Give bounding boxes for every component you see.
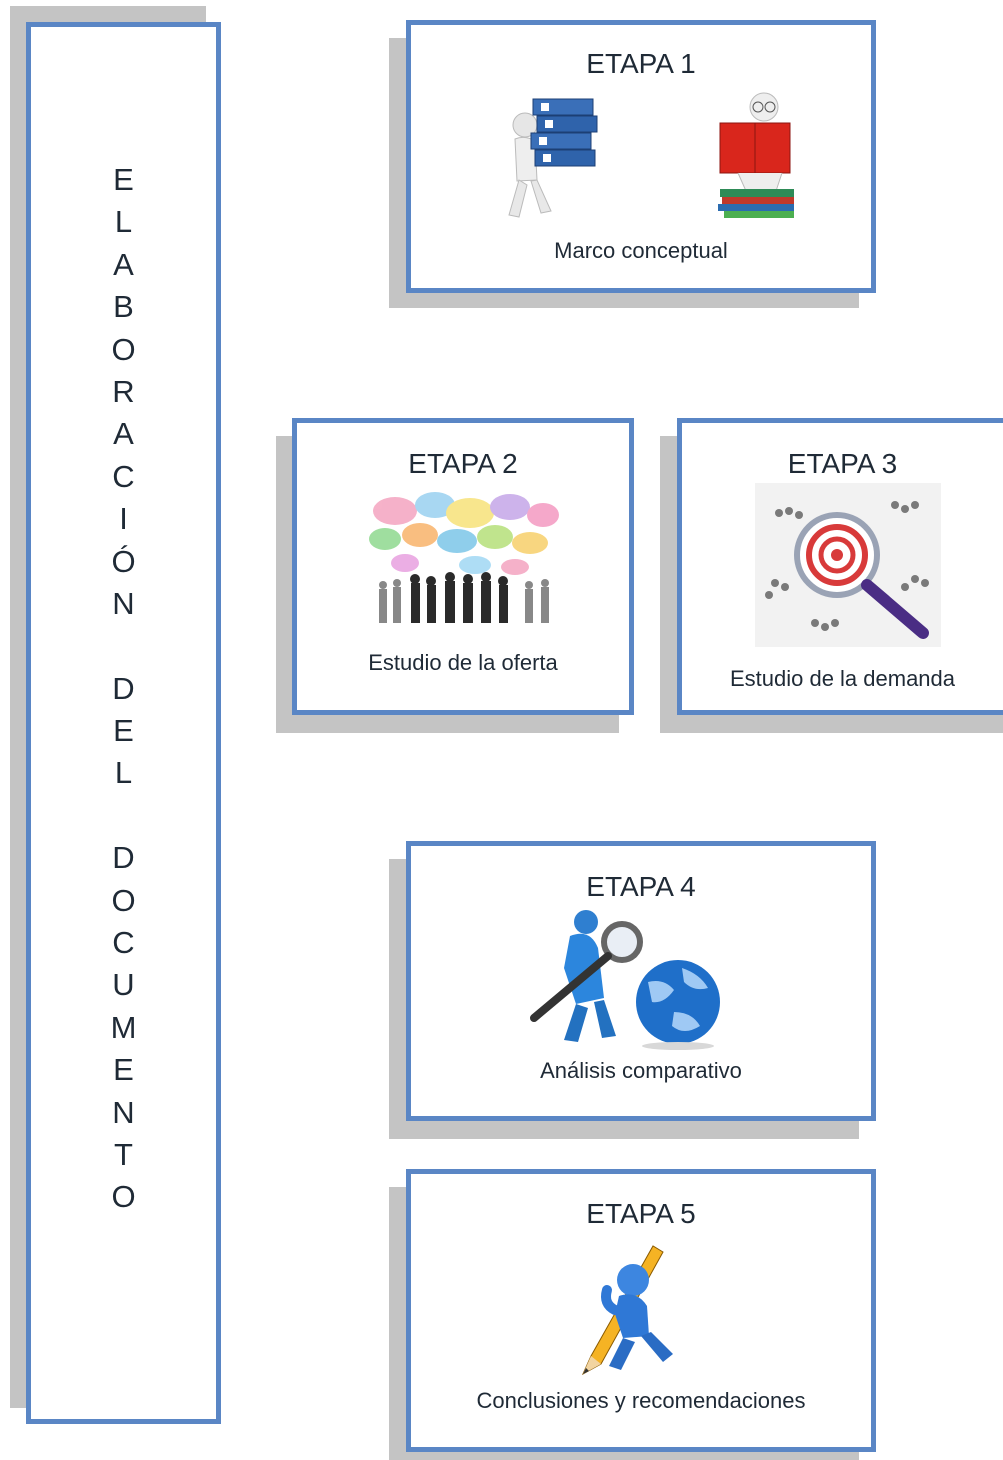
- banner-letter: O: [111, 1179, 136, 1215]
- stage-1-title: ETAPA 1: [586, 48, 696, 79]
- banner-letter: E: [113, 1052, 134, 1088]
- stage-3-caption: Estudio de la demanda: [729, 666, 956, 691]
- stage-4-box: ETAPA 4 Análisis comparativo: [406, 841, 876, 1121]
- banner-letter: O: [111, 882, 136, 918]
- banner-letter: E: [113, 162, 134, 197]
- banner-letter: Ó: [111, 543, 136, 579]
- stage-3-box: ETAPA 3 Estudio de la demanda: [677, 418, 1003, 715]
- banner-letter: D: [112, 670, 135, 706]
- reading-person-icon: [718, 92, 794, 218]
- banner-letter: L: [114, 204, 133, 240]
- stage-1-box: ETAPA 1 Marco conceptual: [406, 20, 876, 293]
- explorer-globe-icon: [530, 910, 720, 1050]
- writing-person-pencil-icon: [581, 1245, 673, 1376]
- banner-letter: N: [112, 585, 135, 621]
- banner-letter: I: [119, 501, 128, 537]
- stage-2-box: ETAPA 2: [292, 418, 634, 715]
- stage-2-caption: Estudio de la oferta: [368, 650, 558, 675]
- banner-letter: C: [112, 925, 135, 961]
- banner-letter: [94, 625, 154, 667]
- banner-letter: O: [111, 331, 136, 367]
- banner-letter: L: [114, 755, 133, 791]
- stage-5-title: ETAPA 5: [586, 1198, 696, 1229]
- stage-2-title: ETAPA 2: [408, 448, 518, 479]
- banner-letter: C: [112, 458, 135, 494]
- magnifier-target-icon: [755, 483, 941, 647]
- banner-letter: T: [114, 1136, 133, 1172]
- stage-1-caption: Marco conceptual: [554, 238, 728, 263]
- banner-letter: M: [110, 1009, 137, 1045]
- banner-letter: R: [112, 373, 135, 409]
- stage-4-title: ETAPA 4: [586, 871, 696, 902]
- banner-letter: A: [113, 416, 134, 452]
- banner-letter: U: [112, 967, 135, 1003]
- stage-3-title: ETAPA 3: [787, 448, 898, 479]
- stage-5-box: ETAPA 5 Conclusiones y recomendaciones: [406, 1169, 876, 1452]
- banner-letter: A: [113, 246, 134, 282]
- carrying-binders-icon: [508, 98, 598, 218]
- banner-letter: [94, 795, 154, 837]
- banner-letter: D: [112, 840, 135, 876]
- speech-bubbles-crowd-icon: [369, 492, 559, 623]
- stage-5-caption: Conclusiones y recomendaciones: [476, 1388, 806, 1413]
- stage-4-caption: Análisis comparativo: [540, 1058, 742, 1083]
- banner-letter: B: [113, 289, 134, 325]
- banner-letter: E: [113, 713, 134, 749]
- banner-letter: N: [112, 1094, 135, 1130]
